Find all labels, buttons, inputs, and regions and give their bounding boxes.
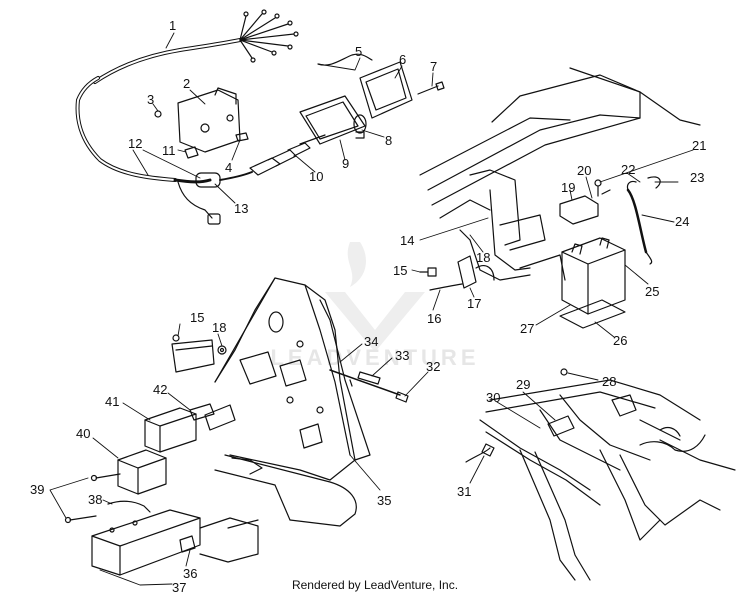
callout-42: 42 — [153, 382, 167, 397]
callout-2: 2 — [183, 76, 190, 91]
callout-24: 24 — [675, 214, 689, 229]
callout-25: 25 — [645, 284, 659, 299]
callout-17: 17 — [467, 296, 481, 311]
callout-37: 37 — [172, 580, 186, 595]
callout-18-lower: 18 — [212, 320, 226, 335]
callout-labels: 1 2 3 4 5 6 7 8 9 10 11 12 13 14 15 16 1… — [30, 18, 706, 595]
callout-32: 32 — [426, 359, 440, 374]
callout-33: 33 — [395, 348, 409, 363]
battery-frame-group — [419, 67, 701, 329]
callout-30: 30 — [486, 390, 500, 405]
callout-9: 9 — [342, 156, 349, 171]
watermark-text: LEADVENTURE — [270, 345, 480, 370]
callout-22: 22 — [621, 162, 635, 177]
callout-31: 31 — [457, 484, 471, 499]
callout-10: 10 — [309, 169, 323, 184]
callout-15: 15 — [393, 263, 407, 278]
callout-15-lower: 15 — [190, 310, 204, 325]
footer-credit: Rendered by LeadVenture, Inc. — [291, 578, 459, 592]
callout-13: 13 — [234, 201, 248, 216]
frame-coil-group — [465, 368, 736, 581]
callout-23: 23 — [690, 170, 704, 185]
callout-1: 1 — [169, 18, 176, 33]
leadventure-watermark-logo — [325, 242, 425, 352]
callout-19: 19 — [561, 180, 575, 195]
callout-20: 20 — [577, 163, 591, 178]
callout-11: 11 — [162, 143, 176, 158]
callout-3: 3 — [147, 92, 154, 107]
callout-39: 39 — [30, 482, 44, 497]
callout-26: 26 — [613, 333, 627, 348]
callout-41: 41 — [105, 394, 119, 409]
callout-21: 21 — [692, 138, 706, 153]
callout-16: 16 — [427, 311, 441, 326]
wiring-harness-group — [75, 9, 445, 225]
callout-5: 5 — [355, 44, 362, 59]
callout-18: 18 — [476, 250, 490, 265]
electrical-bracket-group — [64, 277, 409, 576]
callout-38: 38 — [88, 492, 102, 507]
callout-4: 4 — [225, 160, 232, 175]
leader-lines — [49, 32, 694, 586]
callout-8: 8 — [385, 133, 392, 148]
callout-40: 40 — [76, 426, 90, 441]
callout-28: 28 — [602, 374, 616, 389]
callout-12: 12 — [128, 136, 142, 151]
callout-6: 6 — [399, 52, 406, 67]
callout-34: 34 — [364, 334, 378, 349]
callout-29: 29 — [516, 377, 530, 392]
callout-7: 7 — [430, 59, 437, 74]
callout-27: 27 — [520, 321, 534, 336]
callout-14: 14 — [400, 233, 414, 248]
callout-36: 36 — [183, 566, 197, 581]
callout-35: 35 — [377, 493, 391, 508]
